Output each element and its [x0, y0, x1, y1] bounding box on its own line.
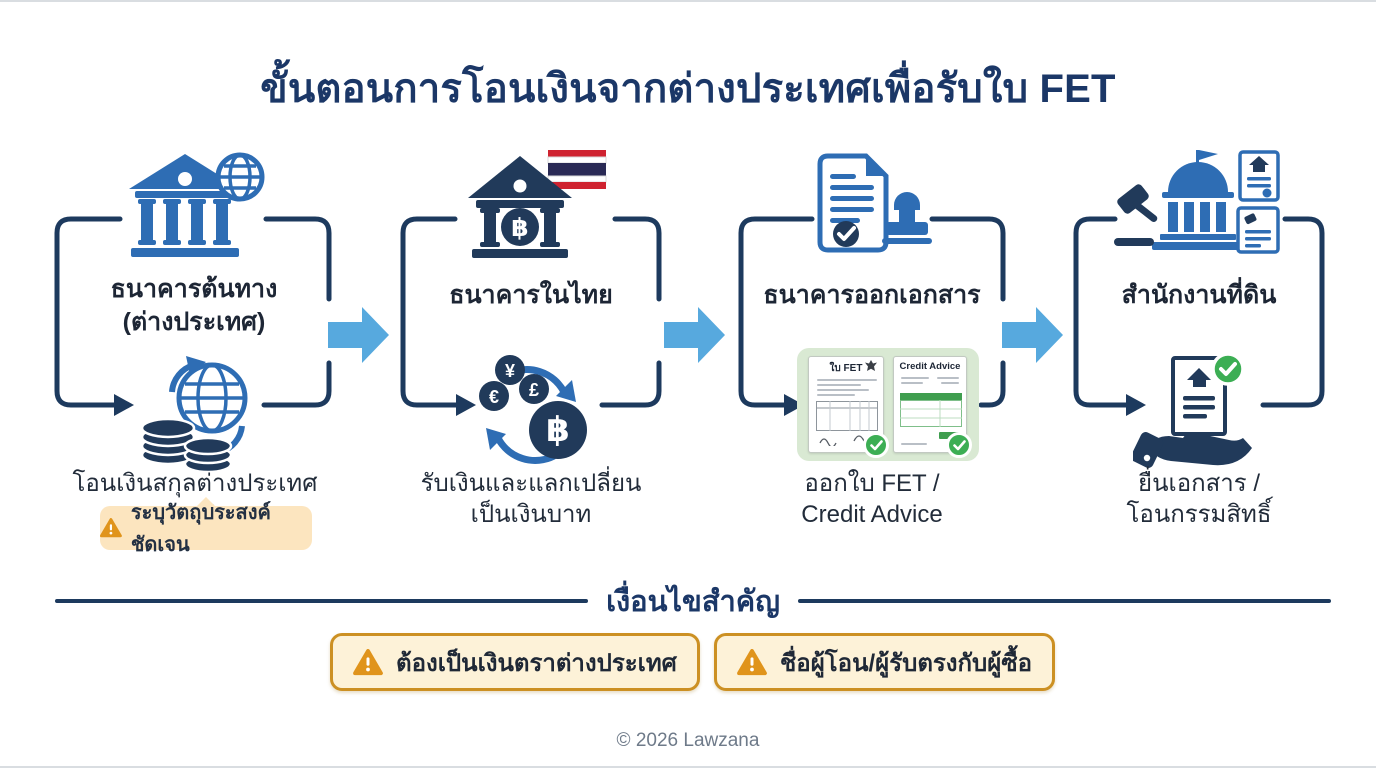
pound-symbol: £ — [529, 380, 539, 400]
step2-title: ธนาคารในไทย — [449, 281, 613, 309]
check-badge-icon — [863, 432, 889, 458]
hand-document-icon — [1133, 352, 1252, 468]
conditions-heading: เงื่อนไขสำคัญ — [606, 586, 780, 618]
deed-document-icon — [1238, 150, 1280, 202]
condition-text-1: ต้องเป็นเงินตราต่างประเทศ — [396, 649, 677, 677]
baht-symbol: ฿ — [511, 214, 528, 242]
step1-caption: โอนเงินสกุลต่างประเทศ — [72, 470, 318, 497]
step1-title: ธนาคารต้นทาง (ต่างประเทศ) — [110, 275, 278, 336]
inner-arrowhead — [114, 394, 134, 416]
flow-arrow-3 — [1002, 307, 1063, 363]
step1-note-tooltip: ระบุวัตถุประสงค์ชัดเจน — [100, 497, 312, 556]
step3-title: ธนาคารออกเอกสาร — [763, 281, 981, 309]
bank-globe-icon — [129, 152, 265, 257]
conditions-divider: เงื่อนไขสำคัญ — [55, 578, 1332, 624]
inner-arrowhead — [456, 394, 476, 416]
gavel-icon — [1114, 184, 1158, 246]
copyright-text: © 2026 Lawzana — [616, 730, 760, 751]
condition-box-1: ต้องเป็นเงินตราต่างประเทศ — [330, 633, 700, 691]
coins-globe-transfer-icon — [140, 356, 248, 474]
credit-advice-title: Credit Advice — [899, 361, 961, 372]
tooltip-pointer — [196, 497, 216, 507]
step3-bracket — [738, 216, 1006, 416]
yen-symbol: ¥ — [505, 361, 515, 381]
divider-line — [797, 599, 1332, 603]
warning-icon — [100, 518, 122, 538]
thai-bank-baht-icon: ฿ — [468, 150, 607, 258]
step4-bracket — [1073, 216, 1325, 416]
credit-advice-document: Credit Advice — [893, 356, 972, 458]
baht-symbol: ฿ — [546, 411, 570, 449]
flow-arrow-2 — [664, 307, 725, 363]
globe-icon — [215, 152, 265, 202]
thai-flag-icon — [547, 150, 607, 189]
warning-icon — [353, 648, 383, 675]
step3-caption: ออกใบ FET / Credit Advice — [801, 470, 943, 528]
divider-line — [55, 599, 589, 603]
garuda-emblem-icon — [865, 360, 877, 371]
inner-arrowhead — [784, 394, 804, 416]
euro-symbol: € — [489, 387, 499, 407]
land-office-icon — [1114, 150, 1280, 254]
step4-title: สำนักงานที่ดิน — [1121, 281, 1277, 309]
flow-arrow-1 — [328, 307, 389, 363]
condition-box-2: ชื่อผู้โอน/ผู้รับตรงกับผู้ซื้อ — [714, 633, 1056, 691]
currency-exchange-icon: ¥ £ € ฿ — [479, 355, 587, 464]
document-stamp-icon — [817, 153, 932, 253]
condition-text-2: ชื่อผู้โอน/ผู้รับตรงกับผู้ซื้อ — [780, 649, 1033, 677]
stamp-icon — [882, 192, 932, 244]
scroll-document-icon — [1236, 206, 1280, 254]
step4-caption: ยื่นเอกสาร / โอนกรรมสิทธิ์ — [1126, 470, 1272, 528]
step2-caption: รับเงินและแลกเปลี่ยน เป็นเงินบาท — [420, 470, 642, 528]
credit-advice-table — [900, 393, 962, 427]
page-title: ขั้นตอนการโอนเงินจากต่างประเทศเพื่อรับใบ… — [260, 67, 1116, 111]
inner-arrowhead — [1126, 394, 1146, 416]
step1-note: ระบุวัตถุประสงค์ชัดเจน — [130, 502, 271, 556]
step2-bracket — [400, 216, 662, 416]
step1-bracket — [54, 216, 332, 416]
check-badge-icon — [946, 432, 972, 458]
fet-table — [816, 401, 878, 431]
fet-document-title: ใบ FET — [829, 363, 863, 374]
signature — [819, 438, 837, 446]
warning-icon — [737, 648, 767, 675]
documents-panel: ใบ FET — [797, 348, 979, 461]
fet-document: ใบ FET — [808, 356, 889, 458]
